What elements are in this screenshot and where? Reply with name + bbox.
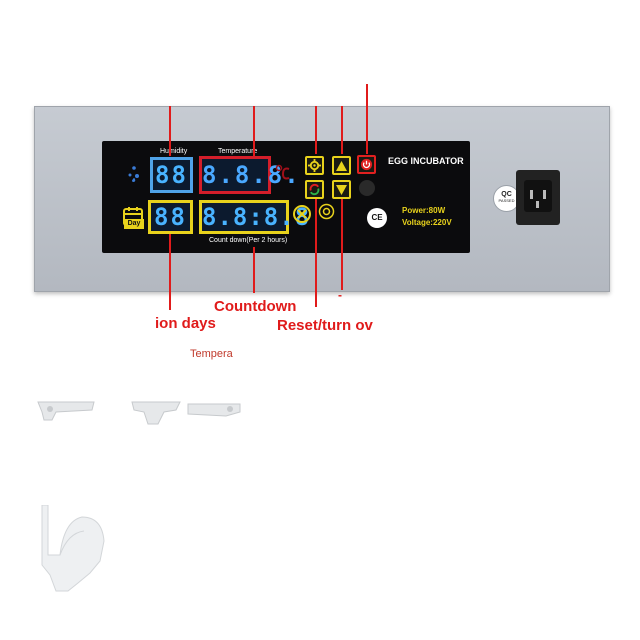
annotation-dash: - xyxy=(338,288,342,302)
celsius-icon xyxy=(275,163,291,183)
annotation-line-countdown xyxy=(253,247,255,293)
clip-part-1 xyxy=(36,400,96,422)
ce-mark: CE xyxy=(367,208,387,228)
voltage-spec: Voltage:220V xyxy=(402,218,452,227)
annotation-line-settings xyxy=(315,106,317,154)
gear-icon xyxy=(308,159,321,172)
humidity-drop-icon xyxy=(126,164,142,186)
clip-part-2 xyxy=(130,400,182,426)
power-spec: Power:80W xyxy=(402,206,446,215)
power-icon xyxy=(360,158,373,171)
clip-part-3 xyxy=(186,402,242,418)
down-button[interactable] xyxy=(332,180,351,199)
humidity-display: 88 xyxy=(150,157,193,193)
qc-bottom-text: PASSED xyxy=(498,198,515,203)
settings-button[interactable] xyxy=(305,156,324,175)
annotation-days: ion days xyxy=(155,315,216,332)
annotation-line-power xyxy=(366,84,368,154)
sensor-hole xyxy=(359,180,375,196)
gear-small-icon xyxy=(318,203,335,220)
day-tag: Day xyxy=(124,219,144,229)
bracket-part xyxy=(38,504,110,595)
timer-icon xyxy=(292,203,314,225)
countdown-display: 8.8:8.8 xyxy=(199,200,309,234)
power-socket xyxy=(516,170,560,225)
brand-title: EGG INCUBATOR xyxy=(388,156,464,166)
temperature-display: 8.8.8. xyxy=(199,156,299,194)
power-button[interactable] xyxy=(357,155,376,174)
countdown-label: Count down(Per 2 hours) xyxy=(209,237,288,244)
annotation-line-down xyxy=(341,199,343,290)
qc-top-text: QC xyxy=(501,191,512,198)
reset-turn-button[interactable] xyxy=(305,180,324,199)
arrow-up-icon xyxy=(336,160,347,171)
annotation-reset: Reset/turn ov xyxy=(277,317,373,334)
annotation-countdown: Countdown xyxy=(214,298,297,315)
rotate-icon xyxy=(309,183,320,196)
annotation-line-days xyxy=(169,234,171,310)
day-display: 88 xyxy=(148,200,193,234)
annotation-line-humidity xyxy=(169,106,171,156)
up-button[interactable] xyxy=(332,156,351,175)
annotation-line-up xyxy=(341,106,343,154)
annotation-line-reset xyxy=(315,199,317,307)
arrow-down-icon xyxy=(336,184,347,195)
annotation-line-temperature xyxy=(253,106,255,156)
temperature-label: Temperature xyxy=(218,148,258,155)
humidity-label: Humidity xyxy=(160,148,188,155)
annotation-temperature: Tempera xyxy=(190,348,233,360)
